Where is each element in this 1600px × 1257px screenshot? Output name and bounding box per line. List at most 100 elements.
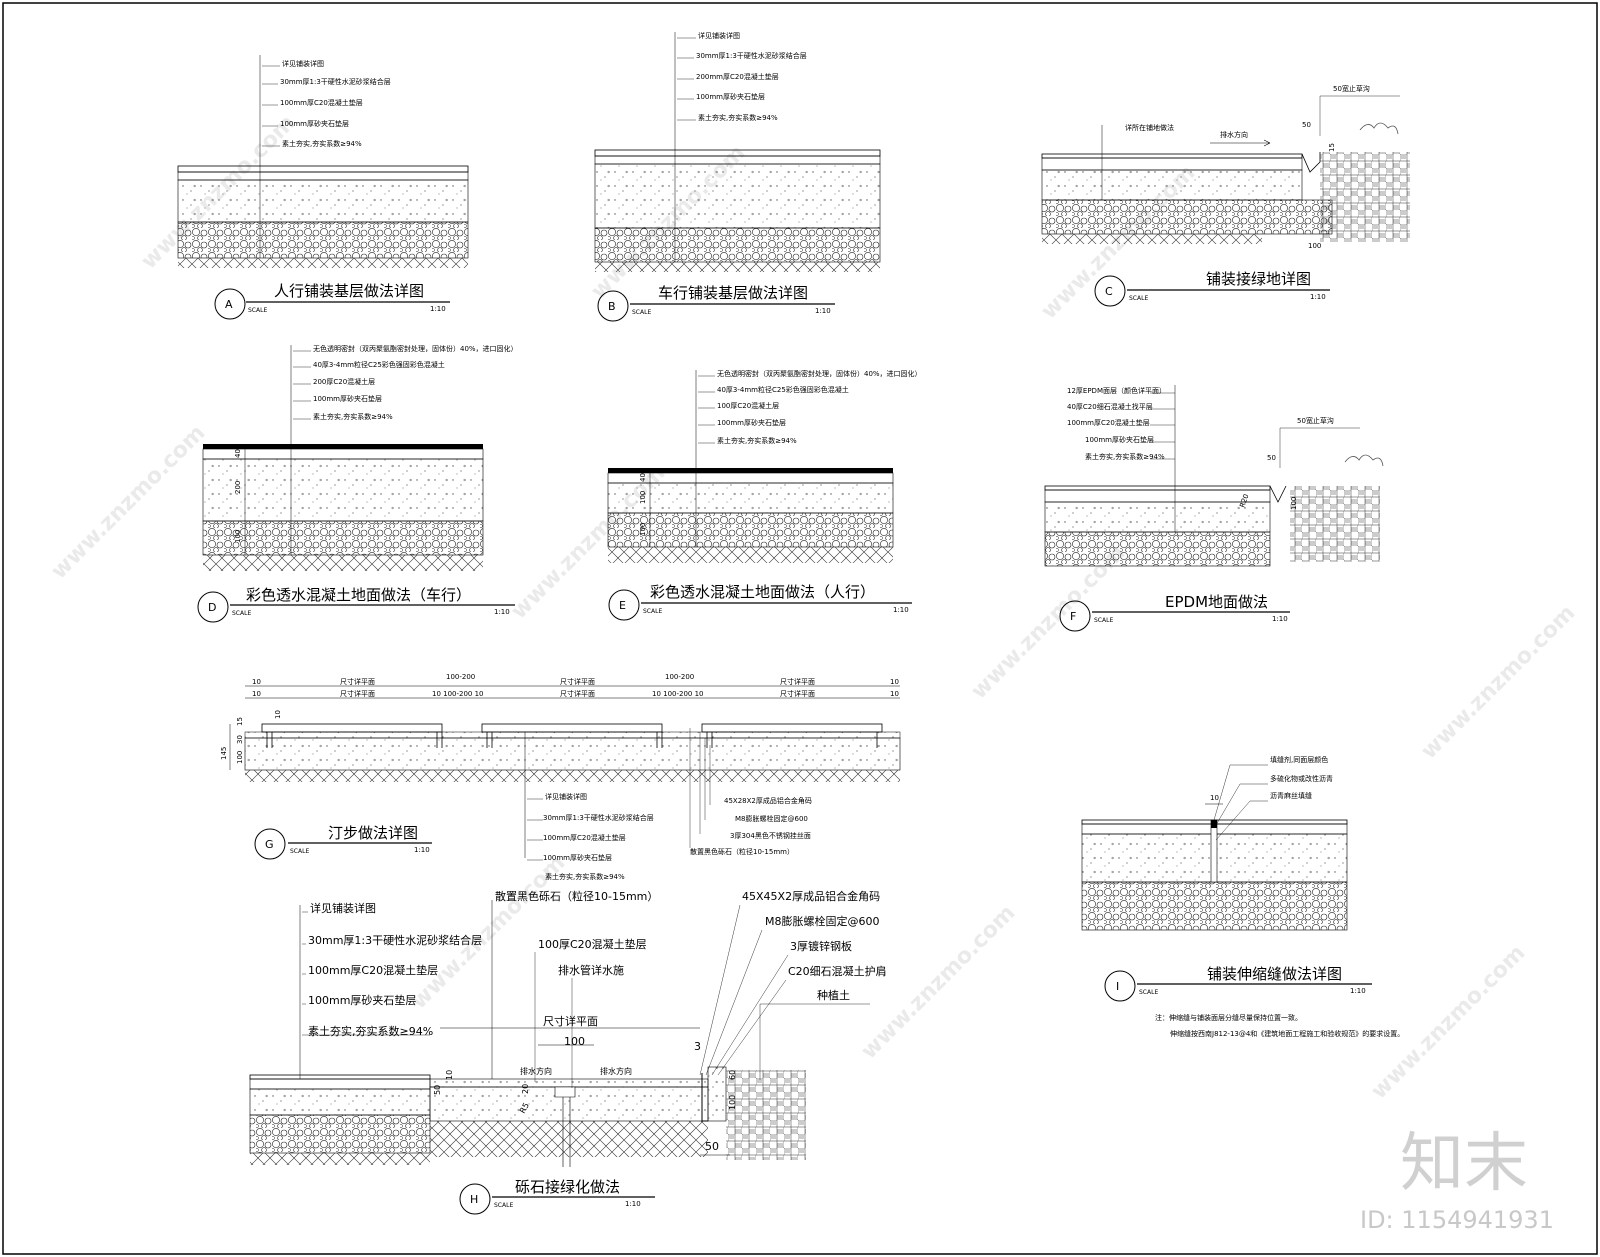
scale-label: SCALE (643, 608, 662, 615)
detail-letter: A (225, 298, 233, 311)
dim-text: 排水方向 (600, 1066, 632, 1076)
note-text: 素土夯实,夯实系数≥94% (308, 1024, 433, 1038)
note-text: 素土夯实,夯实系数≥94% (313, 412, 393, 421)
scale-value: 1:10 (494, 608, 510, 616)
dim-text: 100 (639, 491, 647, 504)
note-text: 素土夯实,夯实系数≥94% (1085, 452, 1165, 461)
scale-value: 1:10 (430, 305, 446, 313)
detail-i: 10 填缝剂,同面层颜色 多硫化物或改性沥青 沥青麻丝填缝 I 铺装伸缩缝做法详… (1081, 755, 1404, 1038)
scale-value: 1:10 (1310, 293, 1326, 301)
detail-c: 详所在铺地做法 排水方向 50宽止草沟 50 15 100 C 铺装接绿地详图 … (1041, 84, 1410, 307)
note-text: 40厚C20细石混凝土找平层 (1067, 402, 1153, 411)
scale-label: SCALE (290, 848, 309, 855)
scale-value: 1:10 (1272, 615, 1288, 623)
dim-text: 10 100-200 10 (432, 690, 484, 698)
dim-text: 50宽止草沟 (1297, 416, 1334, 425)
detail-title: 人行铺装基层做法详图 (274, 282, 424, 300)
note-text: 排水管详水施 (558, 963, 624, 977)
note-text: 排水方向 (1220, 130, 1248, 139)
dim-text: 15 (1328, 143, 1336, 152)
scale-label: SCALE (1129, 295, 1148, 302)
watermark-site: www.znzmo.com (857, 900, 1021, 1064)
note-text: 素土夯实,夯实系数≥94% (545, 872, 625, 881)
note-text: 100mm厚C20混凝土垫层 (280, 98, 363, 107)
dim-text: 145 (220, 747, 228, 760)
brand-watermark: 知末 (1400, 1127, 1528, 1201)
detail-d: 无色透明密封（双丙聚氨酯密封处理，固体份）40%，进口固化） 40厚3-4mm粒… (197, 344, 518, 623)
detail-letter: B (608, 300, 616, 313)
dim-text: 100 (564, 1035, 585, 1048)
note-text: 100mm厚砂夹石垫层 (717, 418, 786, 427)
note-text: M8膨胀螺栓固定@600 (765, 914, 880, 928)
note-text: 100mm厚C20混凝土垫层 (1067, 418, 1150, 427)
detail-letter: G (265, 838, 274, 851)
dim-text: 100 (639, 523, 647, 536)
dim-text: 10 (890, 690, 899, 698)
watermark-site: www.znzmo.com (47, 420, 211, 584)
dim-text: 10 (890, 678, 899, 686)
note-text: 100厚C20混凝土层 (717, 401, 779, 410)
note-text: 45X28X2厚成品铝合金角码 (724, 796, 812, 805)
footnote: 注：伸缩缝与铺装面层分缝尽量保持位置一致。 (1155, 1013, 1302, 1022)
detail-title: 彩色透水混凝土地面做法（车行） (246, 586, 471, 604)
note-text: 100mm厚砂夹石垫层 (313, 394, 382, 403)
scale-label: SCALE (1094, 617, 1113, 624)
dim-text: 20 (521, 1084, 530, 1094)
note-text: 素土夯实,夯实系数≥94% (717, 436, 797, 445)
note-text: 素土夯实,夯实系数≥94% (698, 113, 778, 122)
dim-text: 100 (728, 1095, 737, 1110)
note-text: 无色透明密封（双丙聚氨酯密封处理，固体份）40%，进口固化） (313, 344, 518, 353)
dim-text: 10 (1210, 794, 1219, 802)
detail-b: 详见铺装详图 30mm厚1:3干硬性水泥砂浆结合层 200mm厚C20混凝土垫层… (594, 31, 881, 322)
dim-text: 100 (1308, 242, 1321, 250)
dim-text: 40 (639, 473, 647, 482)
note-text: 素土夯实,夯实系数≥94% (282, 139, 362, 148)
scale-value: 1:10 (815, 307, 831, 315)
detail-title: 彩色透水混凝土地面做法（人行） (650, 583, 875, 601)
note-text: 45X45X2厚成品铝合金角码 (742, 889, 880, 903)
footnote: 伸缩缝按西南J812-13@4和《建筑地面工程施工和验收规范》的要求设置。 (1170, 1029, 1404, 1038)
note-text: 30mm厚1:3干硬性水泥砂浆结合层 (543, 813, 654, 822)
dim-text: 尺寸详平面 (340, 689, 375, 698)
dim-text: 尺寸详平面 (340, 677, 375, 686)
note-text: 30mm厚1:3干硬性水泥砂浆结合层 (308, 933, 482, 947)
note-text: 30mm厚1:3干硬性水泥砂浆结合层 (696, 51, 807, 60)
note-text: 详所在铺地做法 (1125, 123, 1174, 132)
note-text: 无色透明密封（双丙聚氨酯密封处理，固体份）40%，进口固化） (717, 369, 922, 378)
detail-title: 砾石接绿化做法 (515, 1178, 620, 1196)
detail-title: 车行铺装基层做法详图 (658, 284, 808, 302)
watermark-site: www.znzmo.com (1417, 600, 1581, 764)
note-text: 40厚3-4mm粒径C25彩色强固彩色混凝土 (717, 385, 849, 394)
scale-label: SCALE (494, 1202, 513, 1209)
id-watermark: ID: 1154941931 (1360, 1206, 1554, 1234)
note-text: C20细石混凝土护肩 (788, 964, 887, 978)
dim-text: 100 (1290, 497, 1298, 510)
note-text: 详见铺装详图 (545, 792, 587, 801)
dim-text: 尺寸详平面 (560, 689, 595, 698)
watermark-site: www.znzmo.com (1367, 940, 1531, 1104)
note-text: 种植土 (817, 988, 850, 1002)
scale-value: 1:10 (625, 1200, 641, 1208)
detail-letter: C (1105, 285, 1113, 298)
detail-f: 12厚EPDM面层（颜色详平面） 40厚C20细石混凝土找平层 100mm厚C2… (1044, 385, 1384, 632)
scale-value: 1:10 (1350, 987, 1366, 995)
note-text: 30mm厚1:3干硬性水泥砂浆结合层 (280, 77, 391, 86)
dim-text: 3 (694, 1040, 701, 1053)
note-text: 50宽止草沟 (1333, 84, 1370, 93)
dim-text: 100-200 (446, 673, 475, 681)
note-text: 100mm厚砂夹石垫层 (308, 993, 416, 1007)
note-text: 散置黑色砾石（粒径10-15mm） (690, 847, 794, 856)
detail-letter: H (470, 1193, 478, 1206)
detail-h: 详见铺装详图 30mm厚1:3干硬性水泥砂浆结合层 100mm厚C20混凝土垫层… (249, 889, 887, 1215)
note-text: 200mm厚C20混凝土垫层 (696, 72, 779, 81)
dim-text: 10 (274, 710, 282, 719)
scale-label: SCALE (248, 307, 267, 314)
dim-text: 尺寸详平面 (560, 677, 595, 686)
dim-text: 50 (705, 1140, 719, 1153)
note-text: 100mm厚C20混凝土垫层 (308, 963, 438, 977)
detail-a: 详见铺装详图 30mm厚1:3干硬性水泥砂浆结合层 100mm厚C20混凝土垫层… (177, 55, 469, 320)
note-text: M8膨胀螺栓固定@600 (735, 814, 808, 823)
note-text: 40厚3-4mm粒径C25彩色强固彩色混凝土 (313, 360, 445, 369)
detail-e: 无色透明密封（双丙聚氨酯密封处理，固体份）40%，进口固化） 40厚3-4mm粒… (607, 369, 922, 621)
